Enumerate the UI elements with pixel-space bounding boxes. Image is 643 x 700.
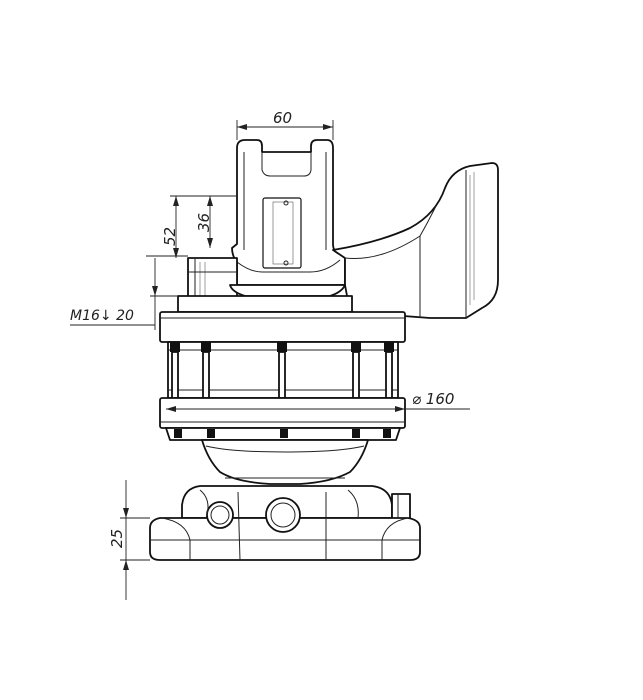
dimension-160-label: ⌀ 160	[412, 390, 454, 408]
dimension-36: 36	[170, 195, 237, 248]
name-plate	[262, 197, 302, 269]
dimension-160: ⌀ 160	[166, 390, 470, 412]
hose-guard	[332, 162, 499, 319]
base-housing	[149, 485, 421, 561]
top-yoke	[231, 139, 346, 286]
dimension-thread-label: M16↓ 20	[70, 308, 134, 324]
bolt	[201, 342, 211, 399]
port-left	[206, 501, 234, 529]
bolt	[351, 342, 361, 399]
bolt	[170, 342, 180, 399]
bearing-body	[167, 341, 399, 399]
lower-flange	[159, 397, 406, 441]
bolt	[384, 342, 394, 399]
dimension-60: 60	[236, 109, 334, 140]
bolt	[277, 342, 287, 399]
upper-collar	[177, 284, 353, 313]
cone-shaft	[201, 439, 369, 485]
dimension-52-label: 52	[161, 227, 179, 246]
dimension-25: 25	[108, 480, 150, 600]
dimension-36-label: 36	[195, 213, 213, 232]
dimension-52: 52	[146, 196, 188, 258]
upper-flange	[159, 311, 406, 343]
port-right	[265, 497, 301, 533]
dimension-thread: M16↓ 20	[70, 258, 178, 330]
dimension-60-label: 60	[273, 109, 292, 127]
dimension-25-label: 25	[108, 529, 126, 548]
